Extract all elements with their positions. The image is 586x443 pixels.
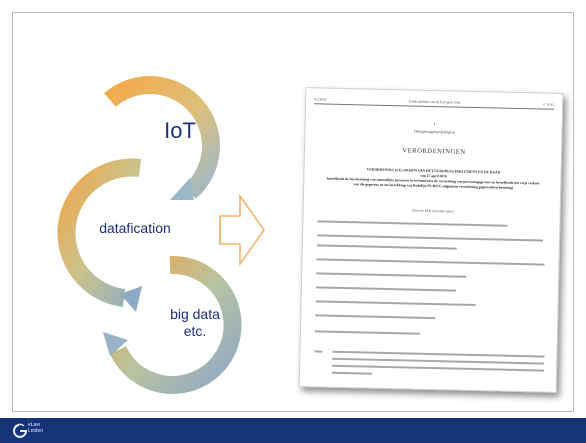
cycle-label-iot: IoT — [164, 118, 196, 143]
document-title: VERORDENINGEN — [402, 147, 466, 156]
document-header-journal: Publicatieblad van de Europese Unie — [408, 99, 461, 105]
elaw-logo-icon — [13, 423, 28, 438]
document-heading: VERORDENING (EU) 2016/679 VAN HET EUROPE… — [326, 167, 540, 190]
document-header-page: L 119/1 — [543, 102, 555, 107]
document-header-date: 4.5.2016 — [314, 97, 327, 102]
cycle-ring-bigdata — [103, 255, 242, 394]
cycle-label-bigdata: big data etc. — [170, 306, 220, 339]
right-arrow-icon — [219, 193, 265, 267]
cycle-ring-iot — [104, 76, 220, 200]
cycle-label-datafication: datafication — [99, 220, 171, 236]
document-eea-note: (Voor de EER relevante tekst) — [411, 208, 454, 214]
cycle-diagram — [57, 76, 242, 394]
footer-bar: eLaw Leiden — [0, 418, 586, 443]
regulation-document: 4.5.2016 Publicatieblad van de Europese … — [298, 87, 564, 393]
cycle-ring-datafication — [57, 158, 142, 312]
footer-logo-text: eLaw Leiden — [28, 422, 44, 434]
